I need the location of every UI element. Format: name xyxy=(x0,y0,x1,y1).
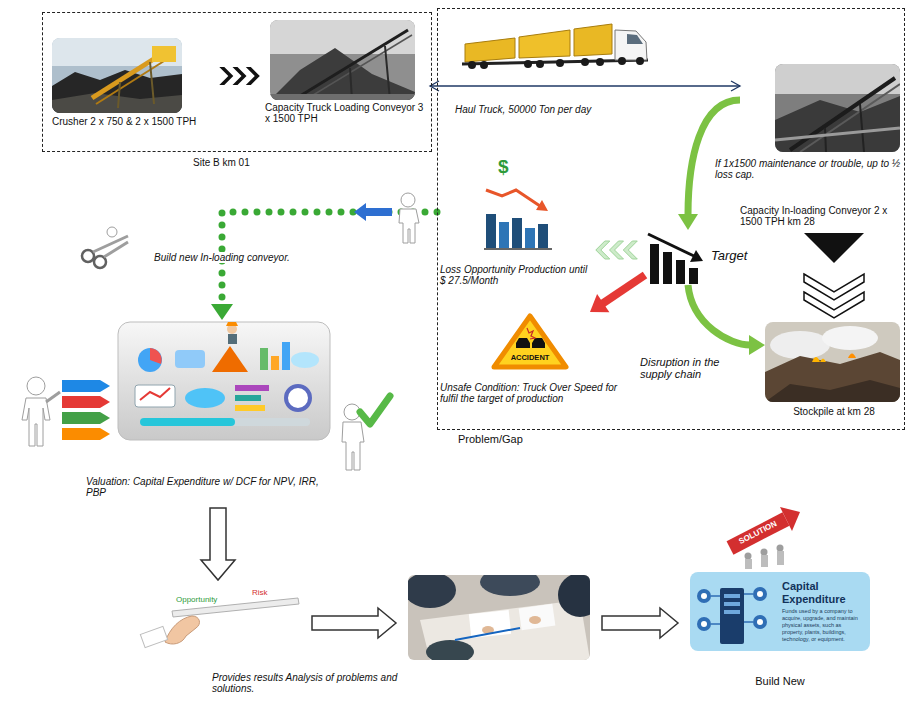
connector-line xyxy=(688,100,740,215)
analysis-caption: Provides results Analysis of problems an… xyxy=(212,672,432,694)
haul-truck xyxy=(462,24,648,69)
region-heading: Problem/Gap xyxy=(458,433,523,445)
chevron-mark xyxy=(596,241,610,259)
target-label: Target xyxy=(711,248,765,263)
crusher-photo xyxy=(52,38,182,113)
haul-route-arrow xyxy=(430,81,740,91)
chevron-arrow xyxy=(596,241,638,259)
accident-sign xyxy=(494,316,566,367)
card-title: Capital Expenditure xyxy=(782,580,864,605)
presenter-figure xyxy=(22,377,110,446)
curved-arrow xyxy=(688,285,765,355)
card-heading: Build New xyxy=(690,675,870,687)
block-arrow xyxy=(201,508,235,580)
red-arrow xyxy=(590,275,645,312)
haul-truck-node: Haul Truck, 50000 Ton per day xyxy=(455,12,685,115)
site-region: Site B km 01Crusher 2 x 750 & 2 x 1500 T… xyxy=(42,12,432,152)
arrow-head xyxy=(678,214,698,230)
edge-label: Disruption in the supply chain xyxy=(640,356,740,380)
target-icon xyxy=(648,234,703,284)
block-arrow xyxy=(201,508,235,580)
arrow-head xyxy=(211,304,233,320)
loss-chart-icon xyxy=(484,190,552,249)
block-arrow xyxy=(602,608,678,638)
arrow-head xyxy=(731,81,740,91)
approval-figure xyxy=(342,396,390,470)
edge-label: If 1x1500 maintenance or trouble, up to … xyxy=(715,158,903,180)
chevron-mark xyxy=(804,274,864,300)
balance-node: Opportunity Risk xyxy=(140,588,300,643)
currency-sign: $ xyxy=(498,156,509,178)
loss-caption: Loss Opportunity Production until $ 27.5… xyxy=(440,264,590,286)
pointer-figure xyxy=(354,193,419,243)
connector-line xyxy=(430,85,740,86)
equipment-caption: Capacity In-loading Conveyor 2 x 1500 TP… xyxy=(740,205,903,227)
block-arrow xyxy=(312,608,396,638)
equipment-caption: Capacity Truck Loading Conveyor 3 x 1500… xyxy=(265,102,430,124)
block-arrow xyxy=(312,608,396,638)
card-body: Funds used by a company to acquire, upgr… xyxy=(782,608,864,642)
arrow-head xyxy=(749,335,765,355)
chevron-mark xyxy=(233,67,247,85)
chevron-mark xyxy=(246,67,260,85)
chevron-mark xyxy=(219,67,233,85)
connector-line xyxy=(688,285,750,345)
down-chevron-arrow xyxy=(804,233,864,318)
in-loading-conveyor-photo xyxy=(775,64,900,152)
stockpile-photo xyxy=(765,322,900,402)
in-loading-conveyor-node: Capacity In-loading Conveyor 2 x 1500 TP… xyxy=(740,62,903,227)
balance-hand xyxy=(140,598,299,648)
connector-line xyxy=(602,275,645,304)
arrow-head xyxy=(804,233,864,263)
accident-caption: Unsafe Condition: Truck Over Speed for f… xyxy=(440,382,635,404)
opportunity-text: Opportunity xyxy=(176,595,217,604)
capex-icons xyxy=(690,572,782,656)
region-heading: Site B km 01 xyxy=(193,157,250,168)
accident-node: ACCIDENT Unsafe Condition: Truck Over Spe… xyxy=(440,312,635,404)
crusher-node: Crusher 2 x 750 & 2 x 1500 TPH xyxy=(52,38,212,127)
meeting-photo xyxy=(408,575,590,660)
edge-label: Build new In-loading conveyor. xyxy=(151,252,293,263)
equipment-caption: Haul Truck, 50000 Ton per day xyxy=(455,104,685,115)
target-node: Target xyxy=(645,230,765,285)
valuation-node: Valuation: Capital Expenditure w/ DCF fo… xyxy=(86,320,336,498)
equipment-caption: Crusher 2 x 750 & 2 x 1500 TPH xyxy=(52,116,212,127)
stockpile-node: Stockpile at km 28 xyxy=(765,322,903,417)
valuation-picture xyxy=(118,322,330,440)
block-arrow xyxy=(602,608,678,638)
truck-loading-conveyor-photo xyxy=(270,20,415,100)
chevron-mark xyxy=(804,292,864,318)
stockpile-caption: Stockpile at km 28 xyxy=(765,406,903,417)
meeting-node: Provides results Analysis of problems an… xyxy=(408,575,590,660)
truck-loading-conveyor-node: Capacity Truck Loading Conveyor 3 x 1500… xyxy=(265,18,430,124)
valuation-caption: Valuation: Capital Expenditure w/ DCF fo… xyxy=(86,476,336,498)
loss-node: $Loss Opportunity Production until $ 27.… xyxy=(440,160,590,286)
chevron-arrow xyxy=(219,67,259,85)
risk-text: Risk xyxy=(252,588,268,597)
sign-text: ACCIDENT xyxy=(502,353,558,362)
chevron-mark xyxy=(610,241,624,259)
scissors-icon xyxy=(82,227,128,268)
chevron-mark xyxy=(623,241,637,259)
capex-card: Capital ExpenditureFunds used by a compa… xyxy=(690,572,870,651)
